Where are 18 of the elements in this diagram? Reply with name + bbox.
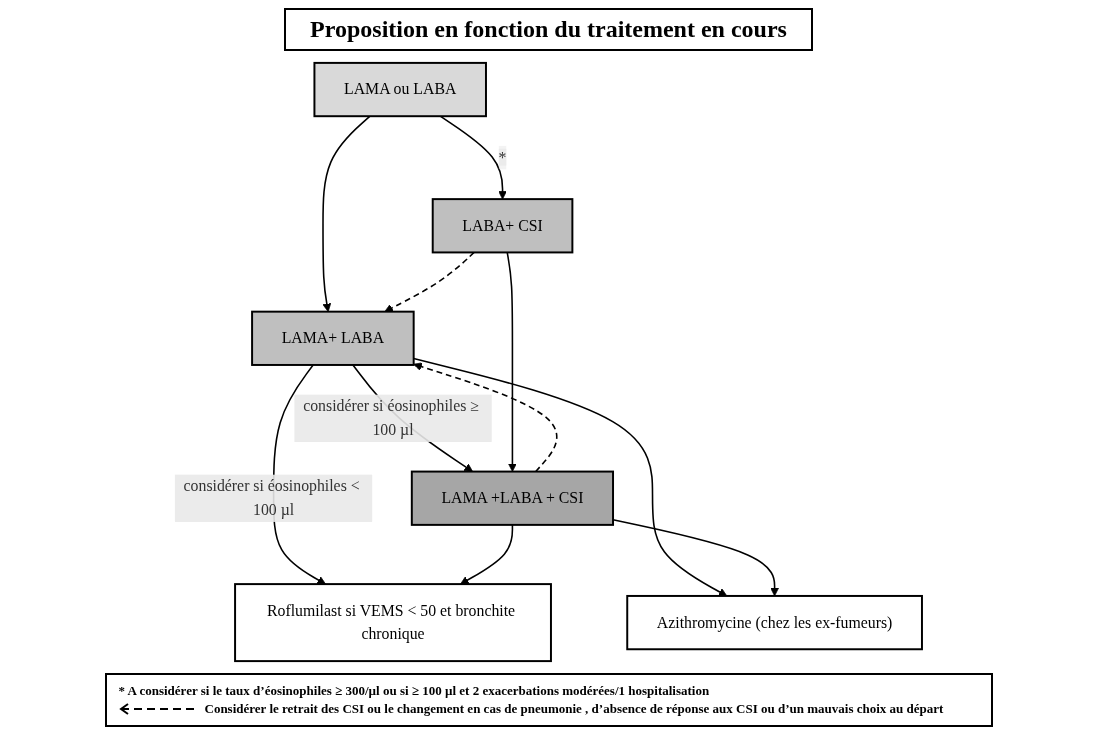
node-box: LABA+ CSI: [431, 198, 574, 254]
arrow: [506, 251, 517, 472]
node-box: Roflumilast si VEMS < 50 et bronchite chronique: [234, 583, 552, 663]
arrow: [460, 524, 514, 585]
node-box: LAMA ou LABA: [313, 61, 488, 118]
arrow: [412, 357, 728, 597]
diagram-title: Proposition en fonction du traitement en cours: [284, 8, 813, 51]
node-box: LAMA+ LABA: [251, 310, 415, 366]
edge-label: *: [498, 148, 507, 166]
arrow: [413, 362, 558, 473]
node-box: Azithromycine (chez les ex-fumeurs): [626, 594, 923, 651]
arrow: [384, 251, 475, 313]
node-box: LAMA +LABA + CSI: [410, 470, 615, 526]
arrow: [322, 115, 371, 313]
edge-label: considérer si éosinophiles < 100 µl: [183, 477, 360, 518]
footnote: * A considérer si le taux d’éosinophiles ≥ 300/µl ou si ≥ 100 µl et 2 exacerbations modérées/1 hospitalisation: [118, 683, 711, 699]
edge-label: considérer si éosinophiles ≥ 100 µl: [303, 397, 480, 439]
legend-text: Considérer le retrait des CSI ou le changement en cas de pneumonie , d’absence de réponse aux CSI ou d’un mauvais choix au départ: [204, 701, 944, 717]
